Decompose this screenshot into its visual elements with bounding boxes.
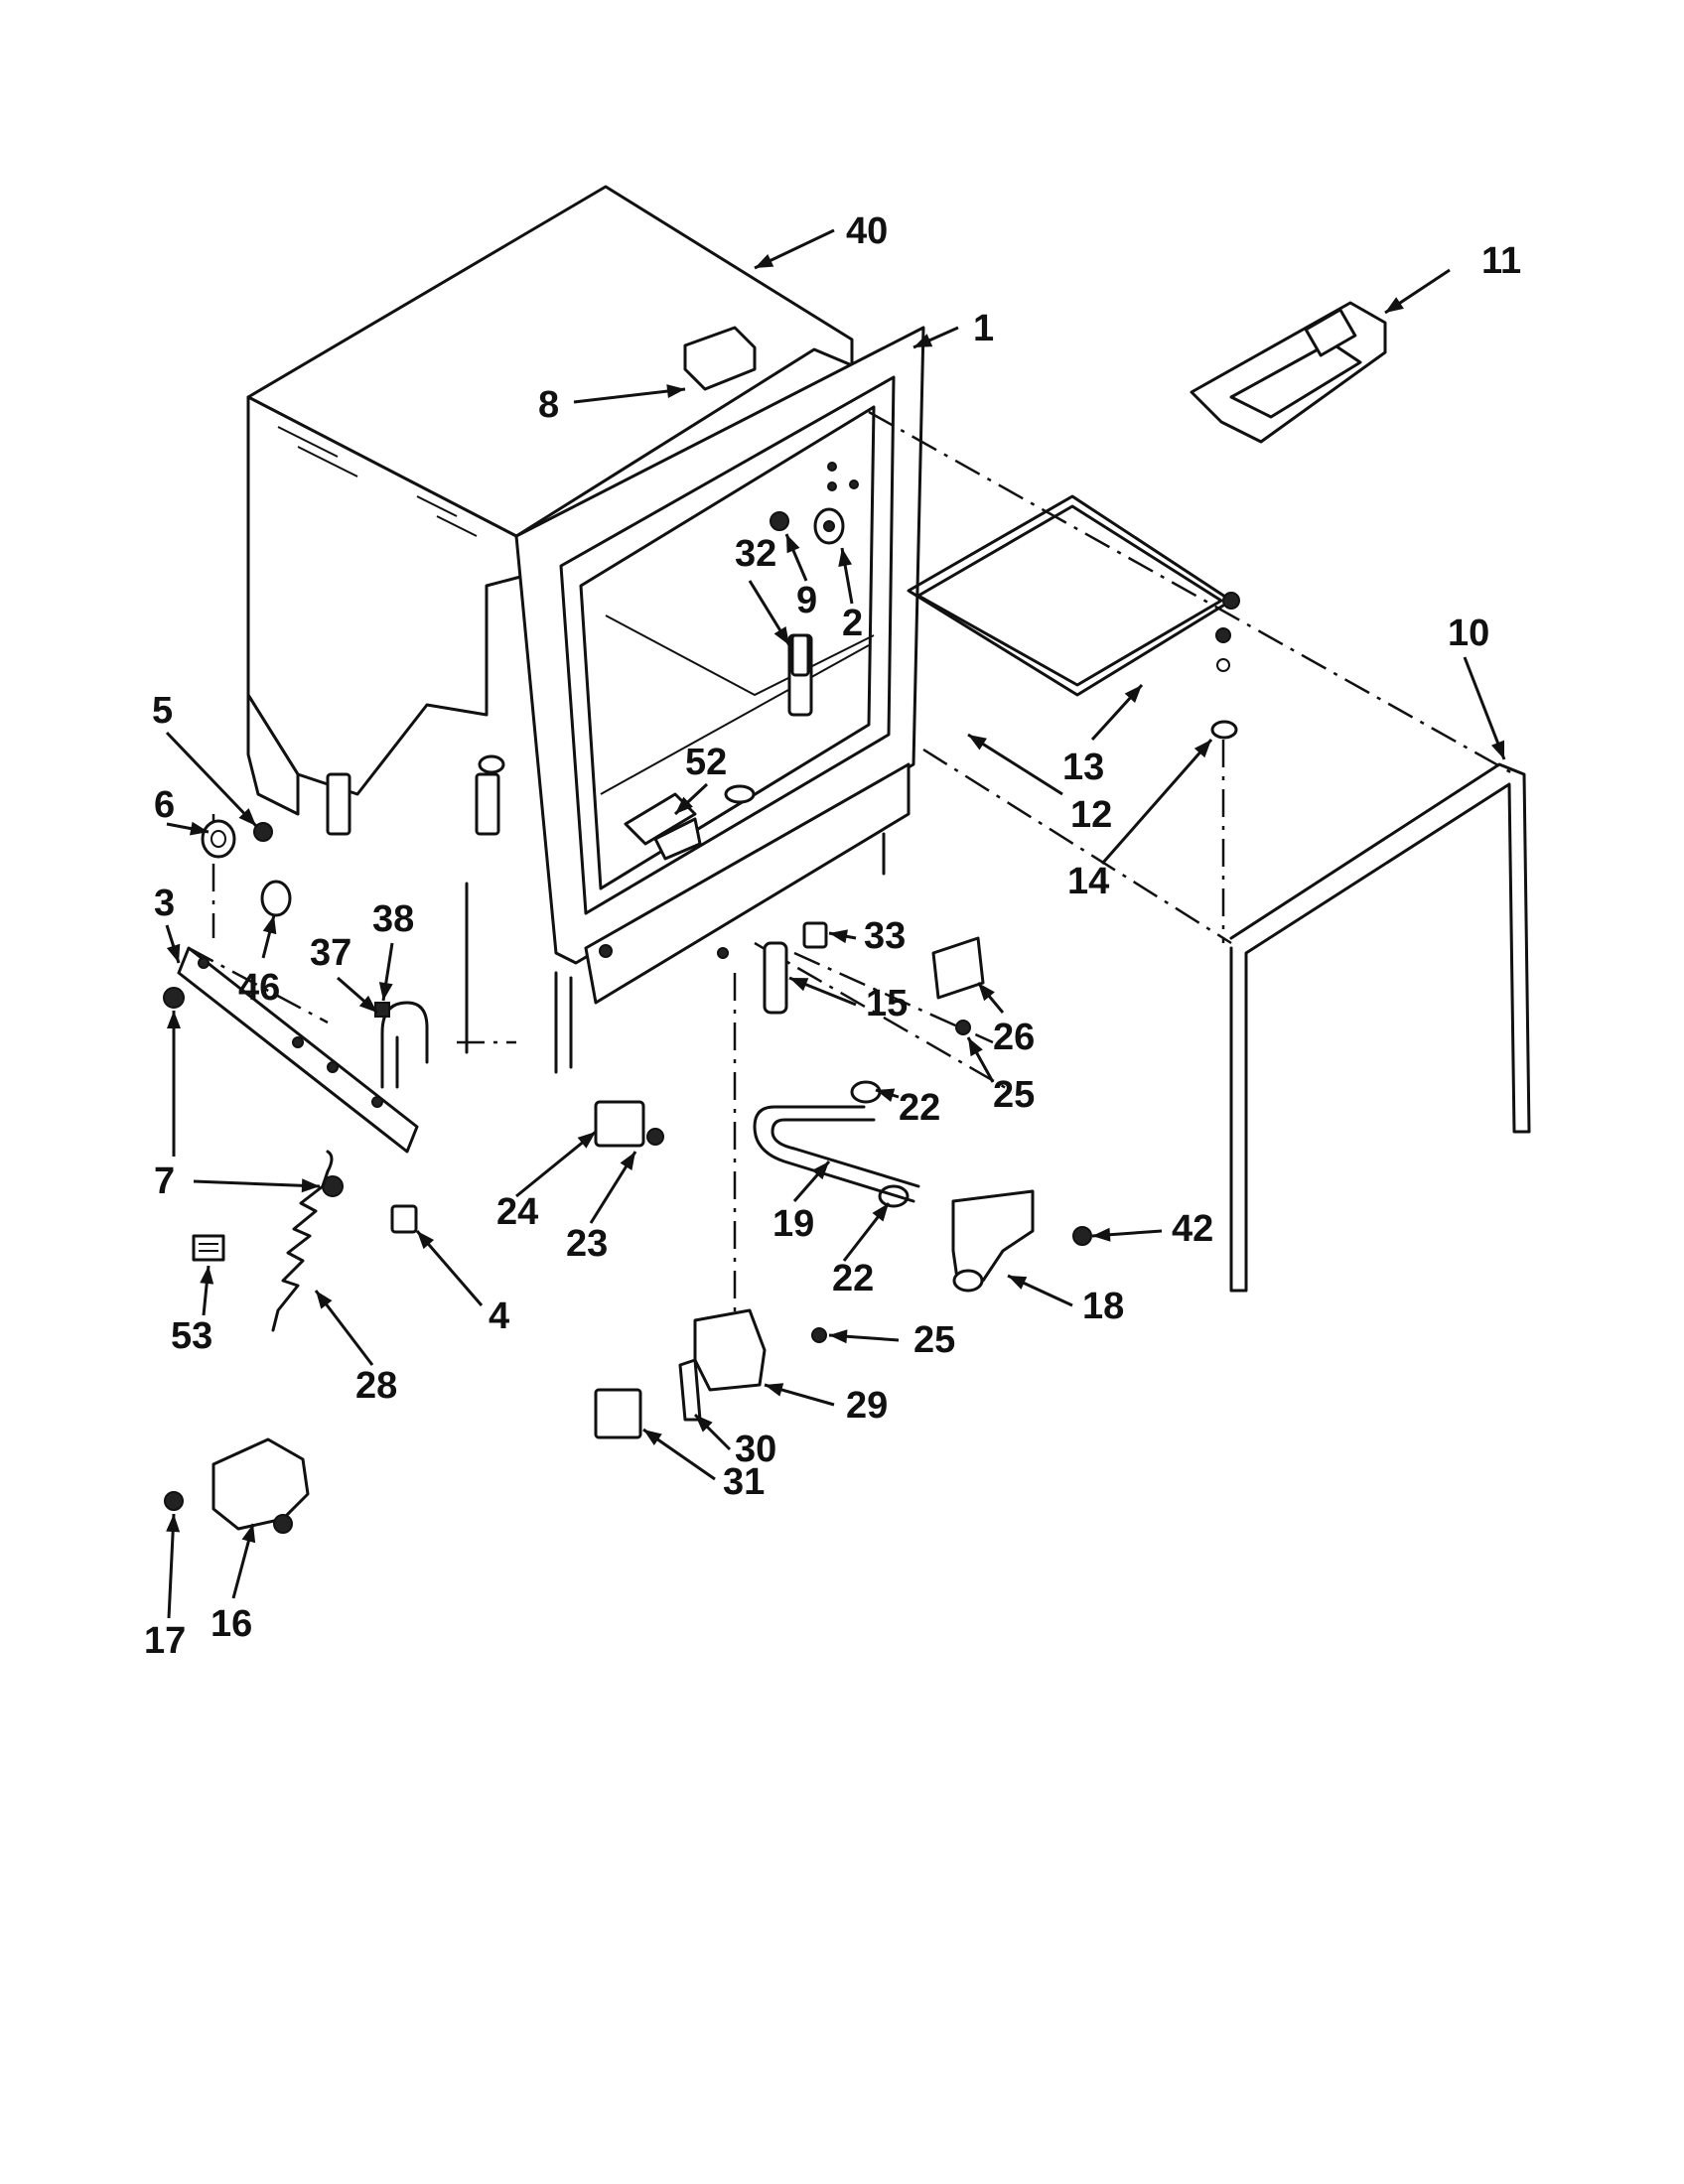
callout-29: 29	[846, 1385, 888, 1427]
callout-42: 42	[1172, 1208, 1213, 1250]
leader-arrow-11	[1384, 268, 1451, 315]
callout-28: 28	[355, 1365, 397, 1407]
leader-arrow-7	[167, 1011, 181, 1157]
callout-arrows	[165, 228, 1506, 1619]
part-10-frame	[1229, 762, 1531, 1293]
callout-31: 31	[723, 1461, 765, 1503]
leader-arrow-3	[165, 924, 181, 964]
leader-arrow-25a	[966, 1036, 995, 1083]
leader-arrow-28	[314, 1290, 374, 1366]
callout-25b: 25	[913, 1319, 955, 1361]
callout-16: 16	[210, 1603, 252, 1645]
leader-arrow-38	[378, 942, 394, 1002]
callout-2: 2	[842, 603, 863, 644]
leader-arrow-12	[967, 733, 1063, 796]
callout-7: 7	[154, 1160, 175, 1202]
leader-arrow-6	[166, 821, 210, 836]
callout-32: 32	[735, 533, 776, 575]
callout-6: 6	[154, 784, 175, 826]
callout-25a: 25	[993, 1074, 1035, 1116]
leader-arrow-23	[589, 1151, 637, 1224]
callout-13: 13	[1062, 747, 1104, 788]
part-13-gasket	[907, 494, 1240, 740]
callout-12: 12	[1070, 794, 1112, 836]
callout-17: 17	[144, 1620, 186, 1662]
callout-labels: 40 1 11 8 9 2 32 10 5 6 52 13 12 14 3 38…	[144, 210, 1521, 1662]
callout-15: 15	[866, 983, 908, 1024]
leader-arrow-31	[642, 1428, 716, 1481]
callout-23: 23	[566, 1223, 608, 1265]
leader-arrow-16	[231, 1523, 256, 1599]
leader-arrow-1	[912, 326, 959, 349]
leader-arrow-32	[748, 580, 791, 646]
leader-arrow-37	[337, 976, 378, 1015]
leader-arrow-17	[166, 1513, 181, 1619]
tub-assembly	[246, 185, 925, 1074]
leader-lines	[188, 410, 1515, 1320]
leader-arrow-33	[828, 929, 857, 944]
callout-10: 10	[1448, 613, 1489, 654]
leader-arrow-18	[1007, 1274, 1073, 1307]
callout-14: 14	[1067, 861, 1109, 902]
leader-arrow-14	[1100, 739, 1213, 865]
leader-arrow-15	[788, 976, 857, 1007]
leader-arrow-8	[573, 384, 686, 404]
callout-3: 3	[154, 883, 175, 924]
leader-arrow-25b	[828, 1329, 900, 1344]
callout-1: 1	[973, 308, 994, 349]
callout-46: 46	[238, 967, 280, 1009]
leader-arrow-30	[693, 1413, 732, 1451]
callout-53: 53	[171, 1315, 212, 1357]
leader-arrow-2	[838, 547, 854, 605]
callout-37: 37	[310, 932, 351, 974]
leader-arrow-24	[515, 1130, 597, 1198]
callout-5: 5	[152, 690, 173, 732]
leader-arrow-7b	[193, 1178, 321, 1193]
callout-18: 18	[1082, 1286, 1124, 1327]
leader-arrow-13	[1090, 683, 1144, 742]
leader-arrow-22b	[842, 1202, 891, 1262]
callout-52: 52	[685, 742, 727, 783]
callout-38: 38	[372, 898, 414, 940]
leader-arrow-53	[200, 1265, 214, 1316]
leader-arrow-19	[792, 1160, 831, 1202]
callout-22b: 22	[832, 1258, 874, 1299]
leader-arrow-26	[976, 982, 1005, 1014]
callout-22a: 22	[899, 1087, 940, 1129]
callout-11: 11	[1481, 240, 1521, 282]
callout-33: 33	[864, 915, 906, 957]
callout-19: 19	[772, 1203, 814, 1245]
callout-4: 4	[489, 1296, 509, 1337]
part-11-insert	[1190, 301, 1387, 444]
leader-arrow-4	[415, 1230, 484, 1306]
leader-arrow-42	[1091, 1227, 1163, 1242]
leader-arrow-29	[764, 1383, 835, 1407]
callout-8: 8	[538, 384, 559, 426]
callout-26: 26	[993, 1017, 1035, 1058]
callout-9: 9	[796, 580, 817, 621]
leader-arrow-9	[784, 533, 808, 582]
leader-arrow-52	[673, 782, 709, 816]
leader-arrow-40	[754, 228, 835, 270]
leader-arrow-22a	[875, 1088, 900, 1102]
callout-24: 24	[496, 1191, 538, 1233]
callout-30: 30	[735, 1429, 776, 1470]
leader-arrow-5	[165, 731, 258, 828]
leader-arrow-46	[261, 914, 277, 959]
callout-40: 40	[846, 210, 888, 252]
small-parts	[163, 819, 1092, 1534]
leader-arrow-10	[1463, 656, 1506, 760]
